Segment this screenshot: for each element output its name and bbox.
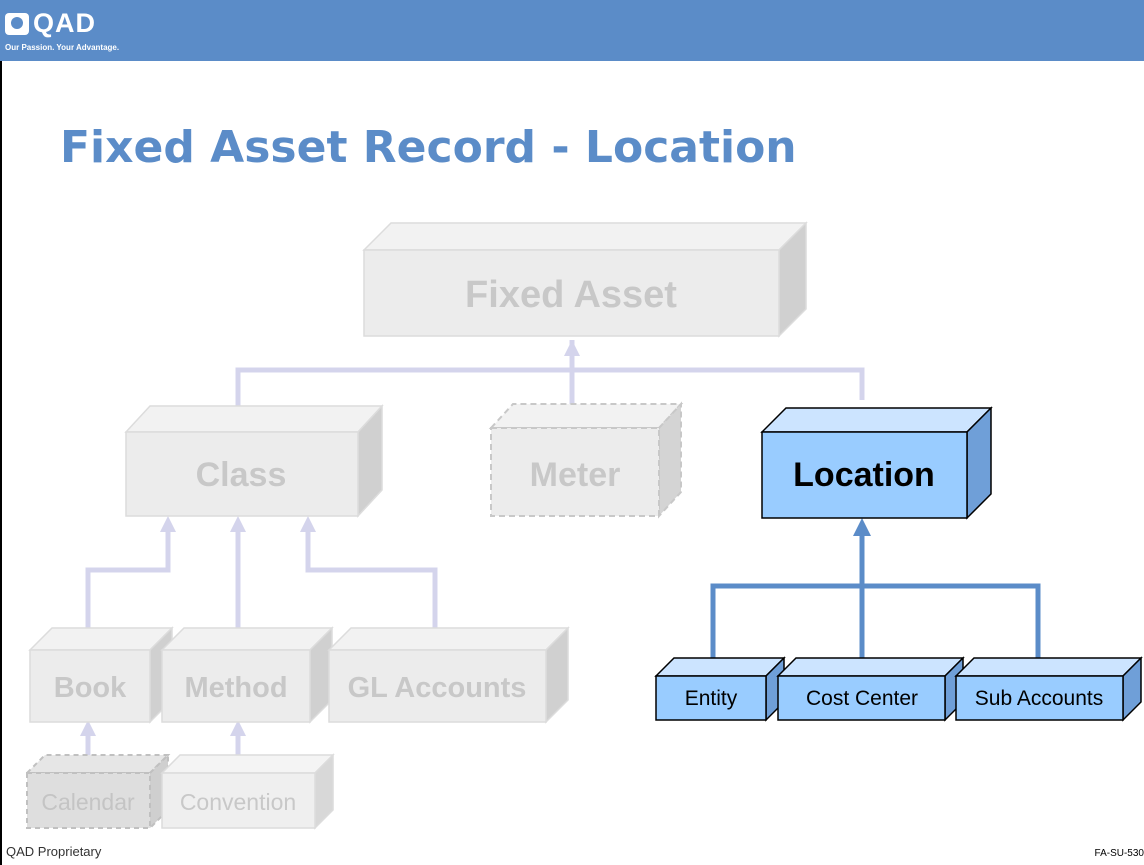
connector-location-bar xyxy=(710,583,1041,676)
connector-gl-to-class xyxy=(305,528,438,650)
label-meter: Meter xyxy=(530,456,621,494)
footer-slide-code: FA-SU-530 xyxy=(1094,848,1144,859)
arrowhead-class-left xyxy=(160,516,176,532)
connector-book-to-class xyxy=(85,528,171,638)
box-cost-center: Cost Center xyxy=(776,656,965,722)
faded-arrowheads xyxy=(80,340,580,736)
slide-title: Fixed Asset Record - Location xyxy=(60,122,797,173)
connector-top-bar xyxy=(235,367,865,432)
arrowhead-class-center xyxy=(230,516,246,532)
box-meter: Meter xyxy=(488,401,684,519)
arrowhead-class-right xyxy=(300,516,316,532)
footer-proprietary: QAD Proprietary xyxy=(6,844,102,859)
label-gl-accounts: GL Accounts xyxy=(348,672,527,704)
label-method: Method xyxy=(184,672,287,704)
box-class: Class xyxy=(124,404,384,518)
box-location: Location xyxy=(760,406,993,520)
arrowhead-book xyxy=(80,720,96,736)
header-bar: QAD Our Passion. Your Advantage. xyxy=(0,0,1144,61)
label-calendar: Calendar xyxy=(41,789,135,815)
logo-tagline: Our Passion. Your Advantage. xyxy=(5,43,120,52)
box-book: Book xyxy=(28,626,174,724)
box-convention: Convention xyxy=(160,753,335,830)
label-convention: Convention xyxy=(180,789,296,815)
location-connectors xyxy=(710,534,1041,676)
box-sub-accounts: Sub Accounts xyxy=(954,656,1143,722)
box-method: Method xyxy=(160,626,334,724)
box-fixed-asset: Fixed Asset xyxy=(362,221,808,338)
logo-text: QAD xyxy=(33,8,96,38)
box-gl-accounts: GL Accounts xyxy=(327,626,570,724)
qad-logo-icon xyxy=(5,13,29,35)
slide-frame-edge xyxy=(0,61,2,865)
label-cost-center: Cost Center xyxy=(806,687,918,710)
arrowhead-location xyxy=(853,518,871,536)
label-sub-accounts: Sub Accounts xyxy=(975,687,1103,710)
arrowhead-method xyxy=(230,720,246,736)
label-entity: Entity xyxy=(685,687,738,710)
label-location: Location xyxy=(793,456,935,494)
box-entity: Entity xyxy=(654,656,786,722)
arrowhead-fixed-asset xyxy=(564,340,580,356)
label-fixed-asset: Fixed Asset xyxy=(465,274,677,316)
label-book: Book xyxy=(54,672,127,704)
label-class: Class xyxy=(196,456,287,494)
box-calendar: Calendar xyxy=(24,752,171,831)
